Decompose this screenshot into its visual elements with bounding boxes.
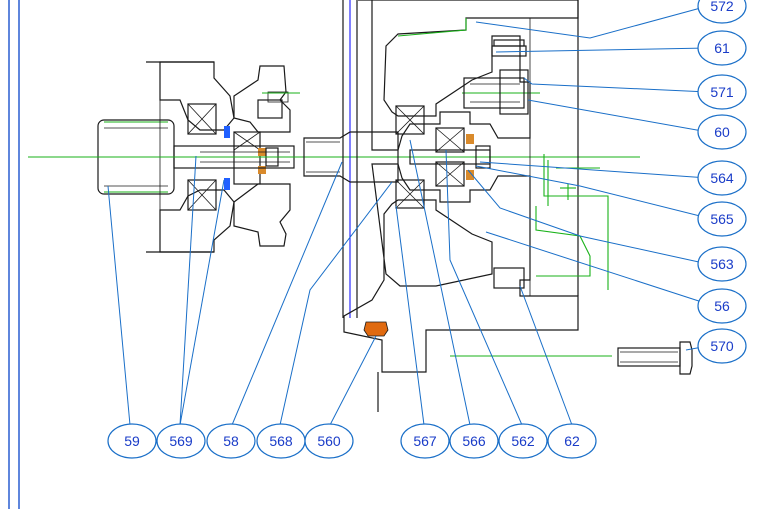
part-label-570: 570 xyxy=(710,338,734,354)
frame-border xyxy=(8,0,20,509)
part-label-58: 58 xyxy=(223,433,239,449)
part-label-565: 565 xyxy=(710,211,734,227)
part-bubble-58[interactable]: 58 xyxy=(206,423,256,459)
part-bubble-61[interactable]: 61 xyxy=(697,30,747,66)
part-bubble-565[interactable]: 565 xyxy=(697,201,747,237)
part-bubble-62[interactable]: 62 xyxy=(547,423,597,459)
part-bubble-571[interactable]: 571 xyxy=(697,74,747,110)
part-bubble-569[interactable]: 569 xyxy=(156,423,206,459)
part-label-563: 563 xyxy=(710,256,734,272)
part-label-571: 571 xyxy=(710,84,734,100)
part-bubble-568[interactable]: 568 xyxy=(256,423,306,459)
part-bubble-60[interactable]: 60 xyxy=(697,114,747,150)
part-bubble-572[interactable]: 572 xyxy=(697,0,747,24)
part-bubble-562[interactable]: 562 xyxy=(498,423,548,459)
part-bubble-570[interactable]: 570 xyxy=(697,328,747,364)
leader-lines xyxy=(107,5,709,426)
guard-lines xyxy=(397,18,612,357)
part-label-569: 569 xyxy=(169,433,193,449)
part-bubble-564[interactable]: 564 xyxy=(697,160,747,196)
part-label-568: 568 xyxy=(269,433,293,449)
part-label-566: 566 xyxy=(462,433,486,449)
part-label-61: 61 xyxy=(714,40,730,56)
part-label-62: 62 xyxy=(564,433,580,449)
part-bubble-560[interactable]: 560 xyxy=(304,423,354,459)
part-label-560: 560 xyxy=(317,433,341,449)
part-label-564: 564 xyxy=(710,170,734,186)
part-label-562: 562 xyxy=(511,433,535,449)
left-bearing-housing xyxy=(159,61,291,253)
part-label-56: 56 xyxy=(714,298,730,314)
bolt-570 xyxy=(617,341,693,375)
part-bubble-566[interactable]: 566 xyxy=(449,423,499,459)
part-label-567: 567 xyxy=(413,433,437,449)
part-bubble-567[interactable]: 567 xyxy=(400,423,450,459)
part-bubble-56[interactable]: 56 xyxy=(697,288,747,324)
part-label-59: 59 xyxy=(124,433,140,449)
part-label-572: 572 xyxy=(710,0,734,14)
part-bubble-59[interactable]: 59 xyxy=(107,423,157,459)
part-bubble-563[interactable]: 563 xyxy=(697,246,747,282)
pump-casing xyxy=(303,0,579,412)
part-label-60: 60 xyxy=(714,124,730,140)
